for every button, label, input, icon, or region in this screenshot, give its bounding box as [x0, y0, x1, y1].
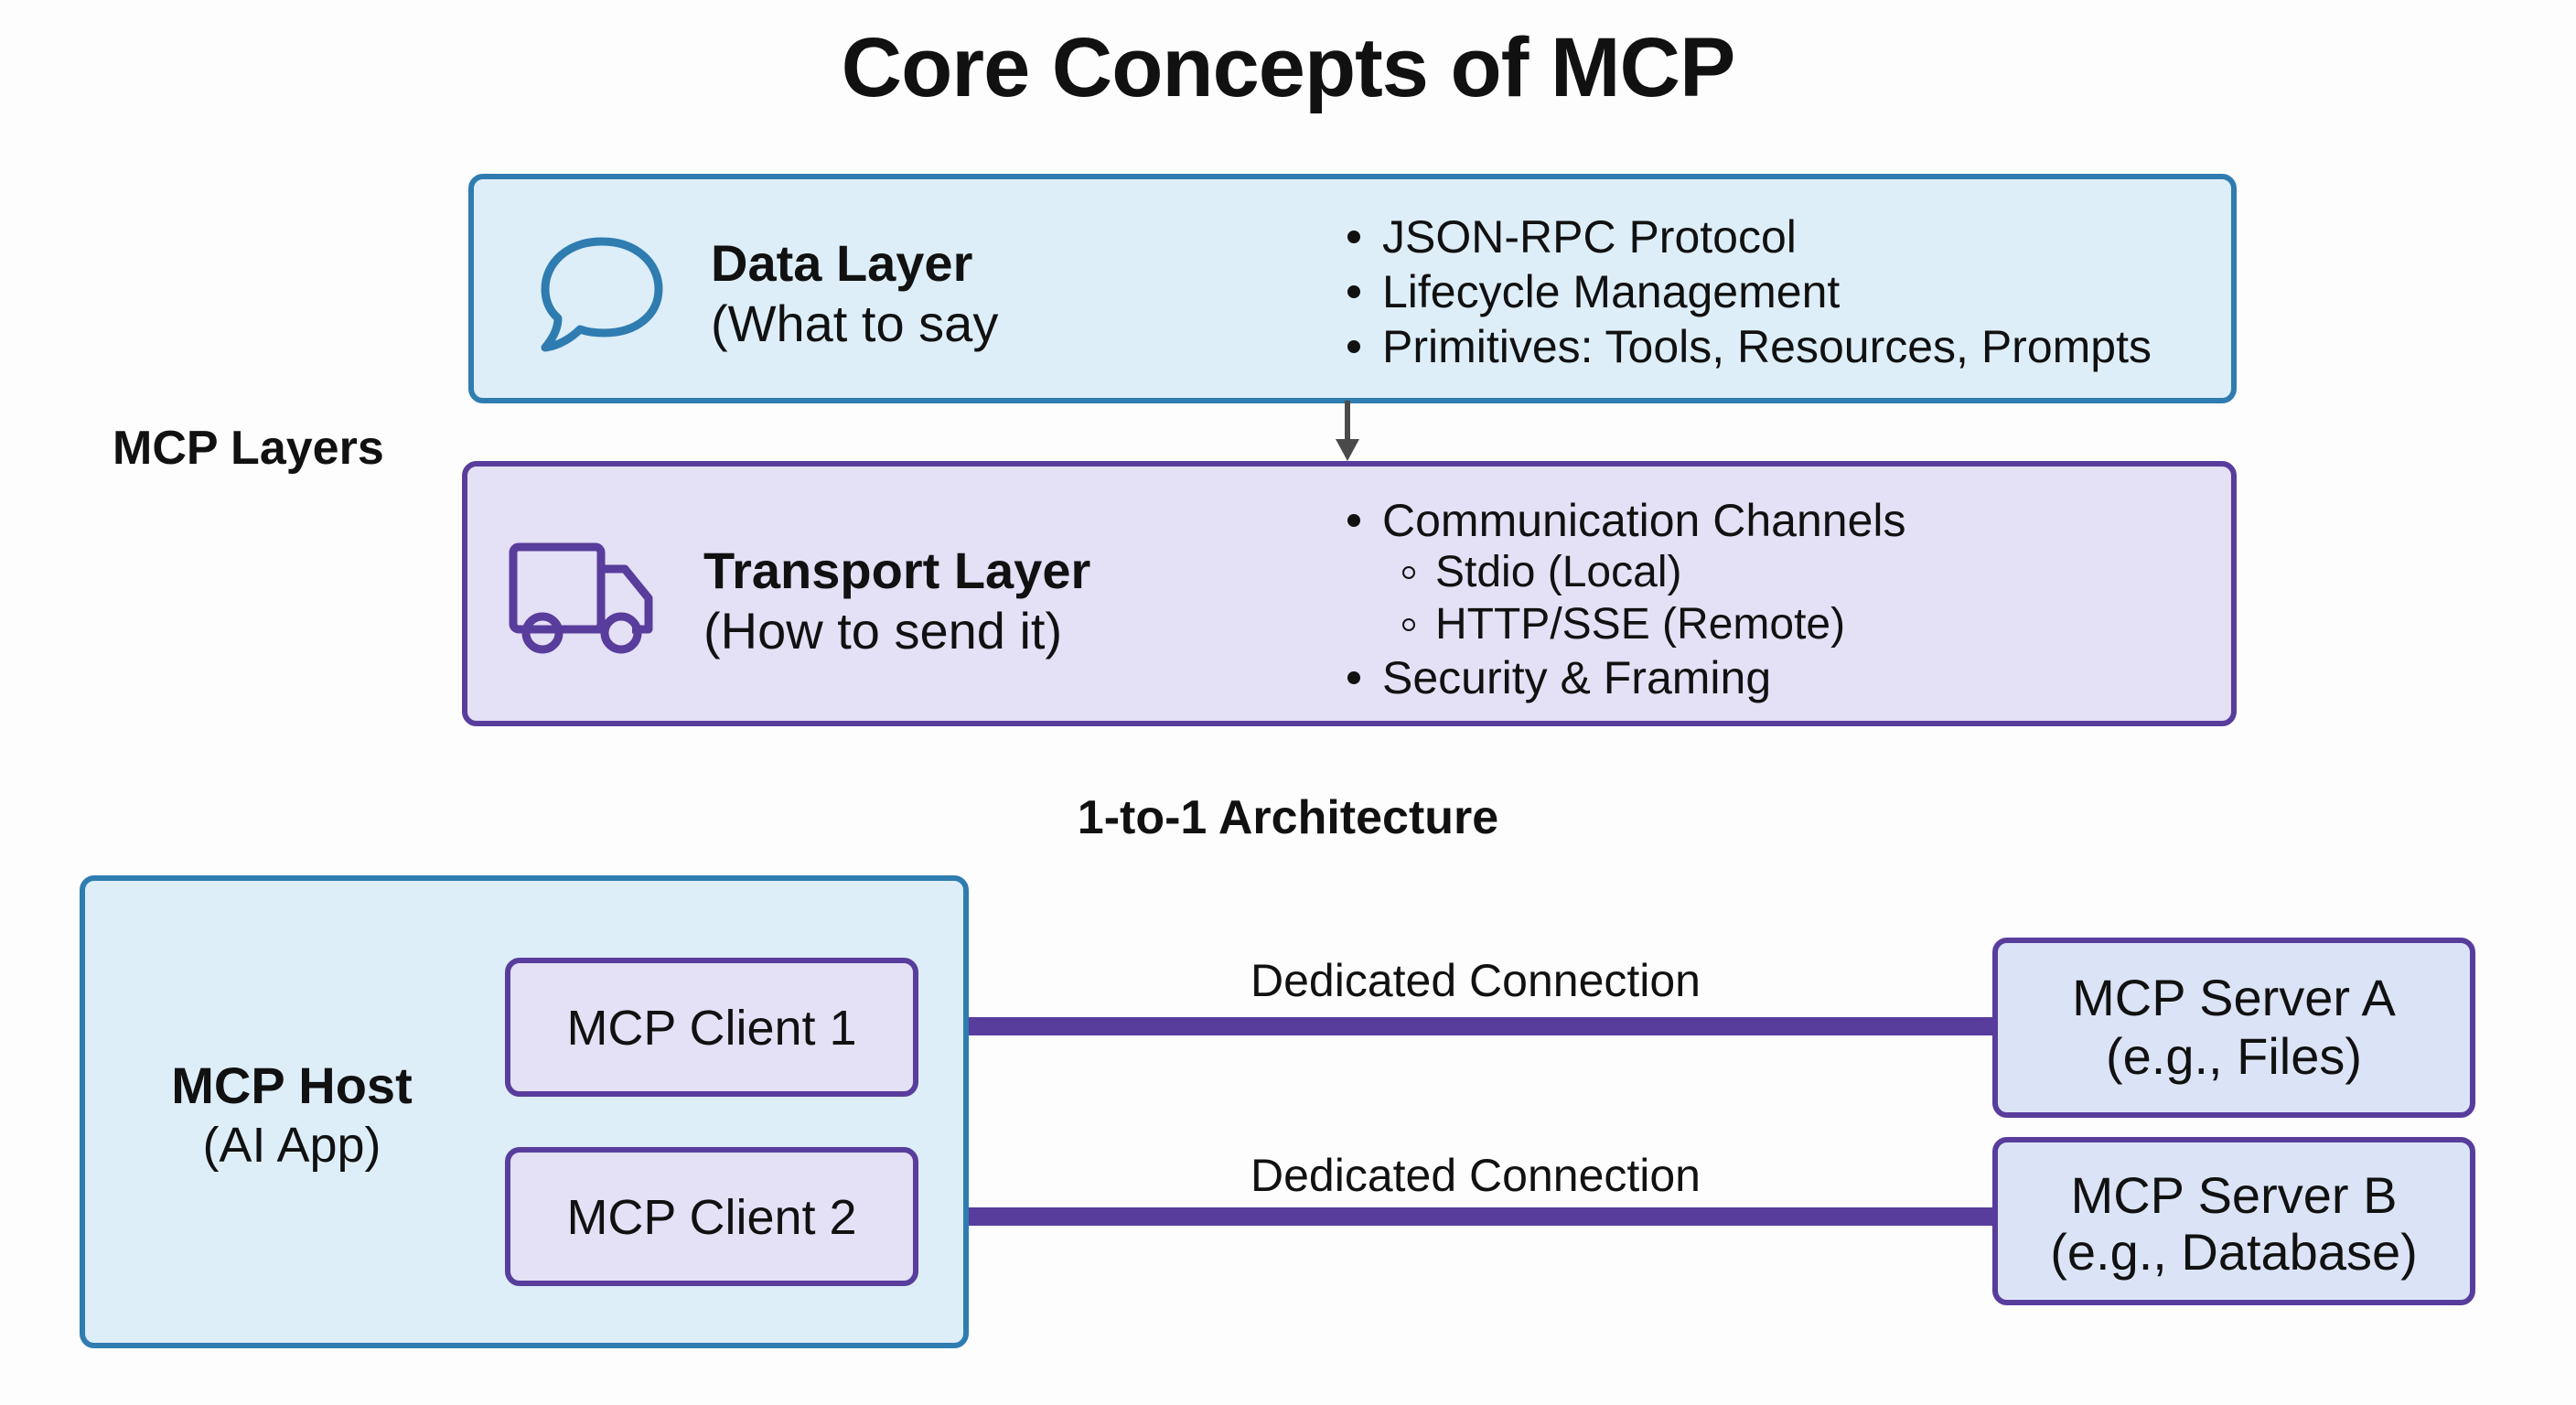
connection-line-1	[915, 1017, 1996, 1035]
bullet-icon	[1347, 285, 1360, 298]
bullet-text: Primitives: Tools, Resources, Prompts	[1382, 321, 2152, 372]
truck-icon	[509, 542, 653, 654]
page-title: Core Concepts of MCP	[841, 21, 1736, 114]
connection-label-2: Dedicated Connection	[1250, 1150, 1701, 1201]
bullet-text: JSON-RPC Protocol	[1382, 211, 1797, 263]
bullet-icon	[1347, 514, 1360, 527]
bullet-icon	[1347, 231, 1360, 243]
bullet-text: Communication Channels	[1382, 495, 1906, 546]
bullet-icon	[1347, 671, 1360, 684]
architecture-label: 1-to-1 Architecture	[1077, 791, 1499, 844]
sub-bullet-icon	[1402, 566, 1415, 579]
bullet-item: JSON-RPC Protocol	[1347, 214, 1797, 260]
bullet-text: Security & Framing	[1382, 652, 1772, 703]
client-label: MCP Client 1	[566, 1001, 857, 1056]
transport-layer-box: Transport Layer (How to send it) Communi…	[462, 461, 2237, 726]
bullet-icon	[1347, 340, 1360, 353]
bullet-item: Lifecycle Management	[1347, 269, 1840, 315]
connection-line-2	[915, 1207, 1996, 1226]
bullet-item: Security & Framing	[1347, 655, 1771, 701]
host-title: MCP Host	[171, 1056, 413, 1114]
server-name: MCP Server B	[2070, 1166, 2398, 1224]
sub-bullet-item: HTTP/SSE (Remote)	[1402, 603, 1845, 647]
data-layer-subtitle: (What to say	[711, 295, 999, 352]
bullet-text: Stdio (Local)	[1435, 548, 1682, 596]
server-example: (e.g., Files)	[2105, 1027, 2363, 1085]
speech-bubble-icon	[541, 237, 663, 352]
client-label: MCP Client 2	[566, 1190, 857, 1245]
mcp-server-a-box: MCP Server A (e.g., Files)	[1992, 938, 2475, 1118]
transport-layer-subtitle: (How to send it)	[703, 602, 1063, 660]
down-arrow-icon	[1336, 401, 1359, 461]
bullet-text: Lifecycle Management	[1382, 266, 1841, 317]
data-layer-title: Data Layer	[711, 234, 973, 292]
sub-bullet-icon	[1402, 618, 1415, 631]
transport-layer-title: Transport Layer	[703, 542, 1091, 599]
bullet-item: Communication Channels	[1347, 498, 1906, 543]
server-example: (e.g., Database)	[2050, 1223, 2418, 1281]
mcp-layers-label: MCP Layers	[113, 422, 384, 475]
sub-bullet-item: Stdio (Local)	[1402, 551, 1681, 595]
mcp-client-1-box: MCP Client 1	[505, 958, 918, 1097]
bullet-text: HTTP/SSE (Remote)	[1435, 600, 1846, 649]
bullet-item: Primitives: Tools, Resources, Prompts	[1347, 324, 2152, 370]
data-layer-box: Data Layer (What to say JSON-RPC Protoco…	[468, 174, 2237, 403]
server-name: MCP Server A	[2072, 969, 2396, 1026]
mcp-server-b-box: MCP Server B (e.g., Database)	[1992, 1137, 2475, 1305]
host-subtitle: (AI App)	[202, 1118, 381, 1173]
mcp-client-2-box: MCP Client 2	[505, 1147, 918, 1286]
connection-label-1: Dedicated Connection	[1250, 955, 1701, 1006]
